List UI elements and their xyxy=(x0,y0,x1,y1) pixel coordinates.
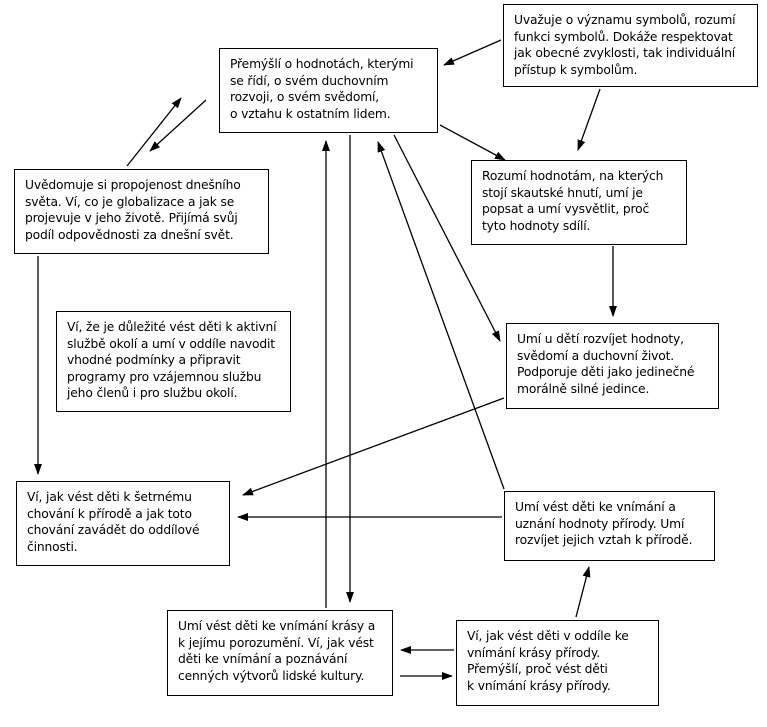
edge-krasaprirody-to-priroda xyxy=(575,566,591,618)
edge-symboly-to-skauting xyxy=(577,88,601,151)
node-krasa[interactable]: Umí vést děti ke vnímání krásy a k jejím… xyxy=(167,610,393,696)
node-sluzba[interactable]: Ví, že je důležité vést děti k aktivní s… xyxy=(56,311,291,412)
edge-hodnoty-to-globalizace xyxy=(149,99,207,152)
node-priroda[interactable]: Umí vést děti ke vnímání a uznání hodnot… xyxy=(504,491,715,561)
node-rozvijet[interactable]: Umí u dětí rozvíjet hodnoty, svědomí a d… xyxy=(506,323,719,409)
node-krasa-prirody[interactable]: Ví, jak vést děti v oddíle ke vnímání kr… xyxy=(456,620,659,706)
node-hodnoty[interactable]: Přemýšlí o hodnotách, kterými se řídí, o… xyxy=(219,48,438,133)
node-symboly[interactable]: Uvažuje o významu symbolů, rozumí funkci… xyxy=(503,4,758,87)
edge-rozvijet-to-setrne xyxy=(242,397,505,496)
edge-hodnoty-to-skauting xyxy=(439,124,506,161)
edge-globalizace-to-hodnoty xyxy=(126,97,182,167)
node-globalizace[interactable]: Uvědomuje si propojenost dnešního světa.… xyxy=(14,169,269,254)
node-skauting[interactable]: Rozumí hodnotám, na kterých stojí skauts… xyxy=(471,160,687,245)
node-setrne[interactable]: Ví, jak vést děti k šetrnému chování k p… xyxy=(16,481,230,566)
edge-symboly-to-hodnoty xyxy=(443,39,502,66)
